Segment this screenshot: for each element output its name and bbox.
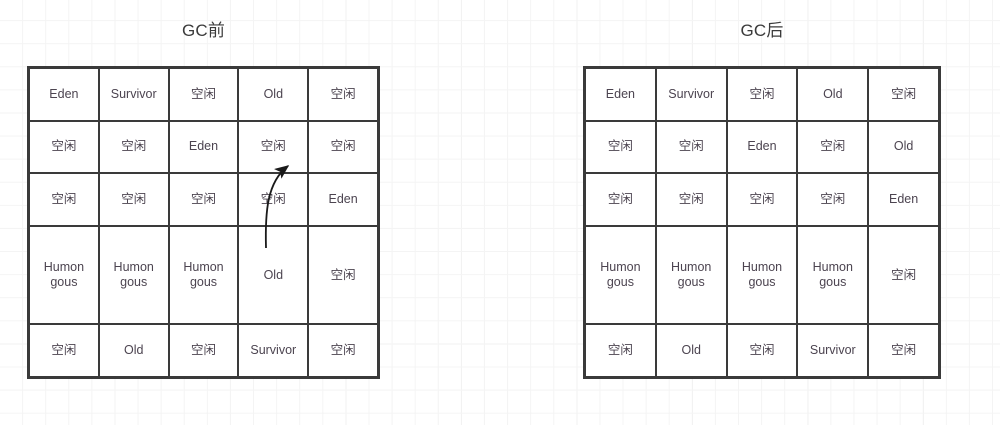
region-cell-label: Old xyxy=(681,343,701,358)
region-cell-label: 空闲 xyxy=(749,86,775,101)
region-cell-label: 空闲 xyxy=(891,267,917,282)
region-cell-label: Eden xyxy=(747,139,777,154)
region-cell-after-r3c4[interactable]: 空闲 xyxy=(797,173,869,226)
region-cell-after-r5c2[interactable]: Old xyxy=(655,324,727,377)
region-cell-after-r4c1[interactable]: Humon gous xyxy=(585,225,656,325)
region-cell-label: 空闲 xyxy=(820,139,846,154)
region-cell-label: Humon gous xyxy=(741,260,783,289)
region-cell-after-r4c2[interactable]: Humon gous xyxy=(655,225,727,325)
region-cell-label: 空闲 xyxy=(678,191,704,206)
region-cell-label: 空闲 xyxy=(607,139,633,154)
region-cell-after-r1c4[interactable]: Old xyxy=(797,68,869,121)
region-cell-label: Humon gous xyxy=(812,260,853,289)
region-row: Eden Survivor 空闲 Old 空闲 xyxy=(585,68,939,121)
region-cell-before-r5c5[interactable]: 空闲 xyxy=(308,324,378,377)
region-cell-label: 空闲 xyxy=(820,191,846,206)
region-cell-after-r3c3[interactable]: 空闲 xyxy=(726,173,798,226)
region-cell-label: Humon gous xyxy=(600,260,641,289)
region-cell-after-r2c4[interactable]: 空闲 xyxy=(797,120,869,174)
region-cell-label: Humon gous xyxy=(671,260,712,289)
region-cell-label: Survivor xyxy=(809,343,856,358)
region-cell-label: 空闲 xyxy=(678,139,704,154)
region-cell-after-r4c4[interactable]: Humon gous xyxy=(797,225,869,325)
region-cell-after-r3c1[interactable]: 空闲 xyxy=(585,173,656,226)
region-cell-after-r4c3[interactable]: Humon gous xyxy=(726,225,798,325)
region-cell-after-r1c5[interactable]: 空闲 xyxy=(868,68,939,121)
region-cell-label: 空闲 xyxy=(749,191,775,206)
region-cell-label: Old xyxy=(893,139,914,154)
region-cell-label: 空闲 xyxy=(891,86,917,101)
region-cell-after-r2c1[interactable]: 空闲 xyxy=(585,120,656,174)
region-cell-label: 空闲 xyxy=(749,343,775,358)
region-cell-before-r1c4[interactable]: Old xyxy=(238,68,309,121)
region-cell-after-r1c2[interactable]: Survivor xyxy=(655,68,727,121)
region-cell-after-r2c2[interactable]: 空闲 xyxy=(655,120,727,174)
region-row: 空闲 空闲 Eden 空闲 Old xyxy=(585,120,939,174)
region-cell-after-r3c2[interactable]: 空闲 xyxy=(655,173,727,226)
region-cell-label: 空闲 xyxy=(607,343,633,358)
region-cell-before-r4c4[interactable]: Old xyxy=(238,225,309,325)
region-cell-after-r1c1[interactable]: Eden xyxy=(585,68,656,121)
region-row: 空闲 Old 空闲 Survivor 空闲 xyxy=(585,324,939,377)
region-cell-label: Old xyxy=(823,86,843,101)
region-cell-label: 空闲 xyxy=(607,191,633,206)
region-cell-after-r4c5[interactable]: 空闲 xyxy=(868,225,939,325)
region-cell-after-r5c4[interactable]: Survivor xyxy=(797,324,869,377)
region-cell-after-r5c5[interactable]: 空闲 xyxy=(868,324,939,377)
region-cell-after-r5c1[interactable]: 空闲 xyxy=(585,324,656,377)
region-cell-label: Survivor xyxy=(668,86,715,101)
region-cell-after-r2c3[interactable]: Eden xyxy=(726,120,798,174)
region-cell-label: Eden xyxy=(605,86,635,101)
region-cell-before-r4c5[interactable]: 空闲 xyxy=(308,225,378,325)
region-cell-label: 空闲 xyxy=(891,343,917,358)
panel-title-after: GC后 xyxy=(740,21,784,40)
region-cell-after-r5c3[interactable]: 空闲 xyxy=(726,324,798,377)
region-cell-label: Eden xyxy=(888,191,919,206)
region-cell-after-r1c3[interactable]: 空闲 xyxy=(726,68,798,121)
region-cell-after-r2c5[interactable]: Old xyxy=(868,120,939,174)
region-cell-after-r3c5[interactable]: Eden xyxy=(868,173,939,226)
region-row: Humon gous Humon gous Humon gous Humon gous… xyxy=(585,225,939,325)
panel-title-before: GC前 xyxy=(181,21,226,40)
region-row: 空闲 空闲 空闲 空闲 Eden xyxy=(585,173,939,226)
